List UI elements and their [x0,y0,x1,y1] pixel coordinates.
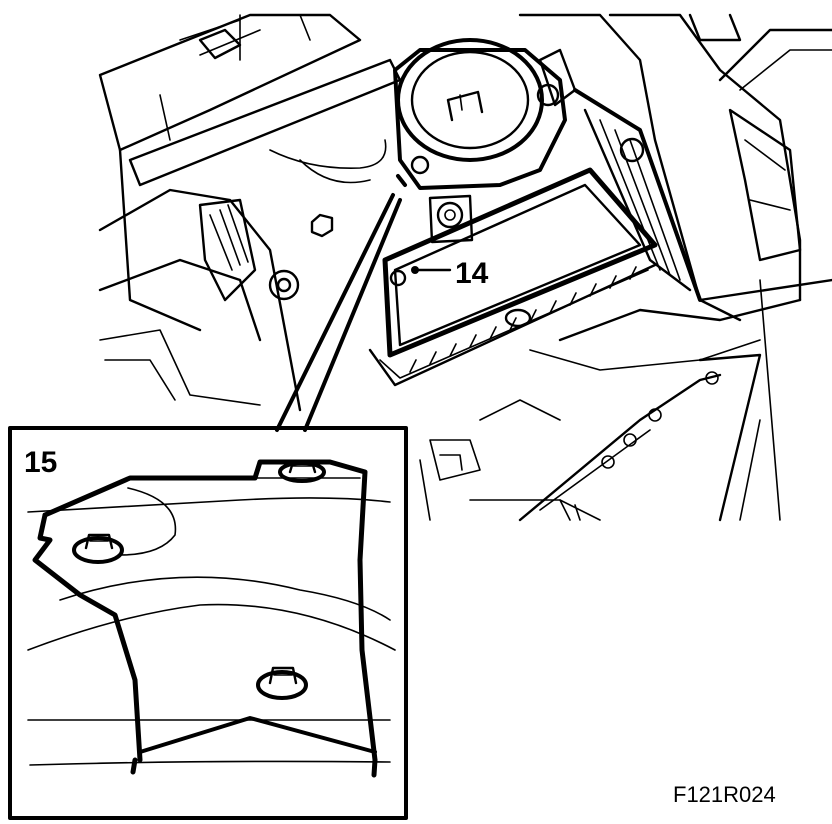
cabin-filter-cover [368,167,658,387]
figure-code: F121R024 [673,782,776,807]
callout-15: 15 [24,446,57,479]
detail-inset [8,426,408,820]
engine-bay-view [98,13,832,522]
leader-lines [275,174,452,432]
callout-14: 14 [455,257,489,290]
